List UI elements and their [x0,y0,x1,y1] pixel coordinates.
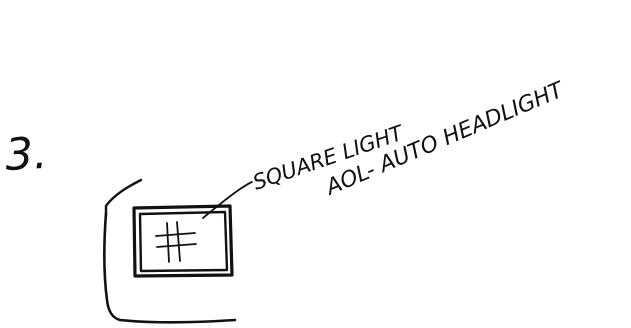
square-light-box [132,204,234,278]
callout-leader-line [202,181,253,219]
housing-outline [102,178,237,324]
item-number-label: 3. [4,128,49,181]
hash-mark-icon [155,221,197,263]
